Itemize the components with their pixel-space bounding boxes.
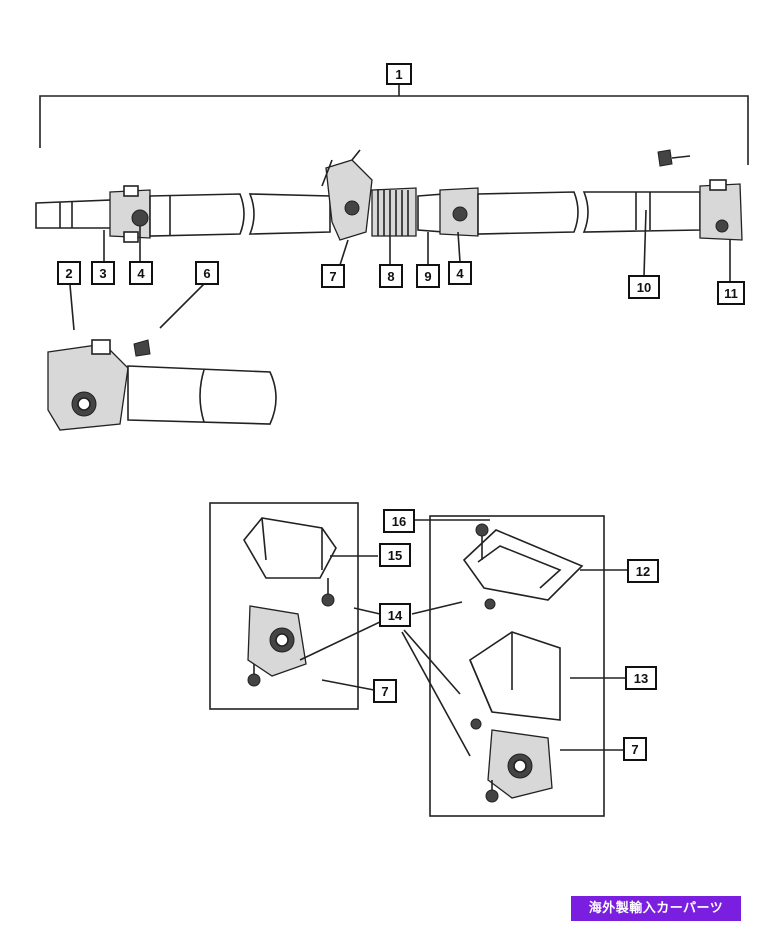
svg-text:4: 4 — [456, 266, 464, 281]
svg-text:8: 8 — [387, 269, 394, 284]
svg-text:12: 12 — [636, 564, 650, 579]
alternate-yoke-detail — [47, 339, 277, 431]
callout-8: 8 — [379, 264, 403, 288]
callout-13: 13 — [625, 666, 657, 690]
leader-lines-bottom — [299, 519, 628, 757]
callout-11: 11 — [717, 281, 745, 305]
callout-1: 1 — [386, 63, 412, 85]
watermark-badge: 海外製輸入カーパーツ — [571, 896, 741, 921]
svg-text:7: 7 — [329, 269, 336, 284]
svg-text:15: 15 — [388, 548, 402, 563]
callout-16: 16 — [383, 509, 415, 533]
svg-text:13: 13 — [634, 671, 648, 686]
svg-text:7: 7 — [631, 742, 638, 757]
svg-text:4: 4 — [137, 266, 145, 281]
svg-text:1: 1 — [395, 67, 402, 82]
assembly-bracket — [39, 84, 749, 165]
callout-7-left: 7 — [373, 679, 397, 703]
driveshaft-assembly — [35, 149, 743, 243]
svg-text:9: 9 — [424, 269, 431, 284]
svg-text:14: 14 — [388, 608, 403, 623]
svg-text:16: 16 — [392, 514, 406, 529]
svg-text:3: 3 — [99, 266, 106, 281]
svg-text:11: 11 — [724, 286, 738, 301]
leader-lines-top — [69, 209, 731, 331]
callout-6: 6 — [195, 261, 219, 285]
callout-14: 14 — [379, 603, 411, 627]
svg-text:6: 6 — [203, 266, 210, 281]
callout-15: 15 — [379, 543, 411, 567]
callout-2: 2 — [57, 261, 81, 285]
svg-text:10: 10 — [637, 280, 651, 295]
left-bracket-panel — [209, 502, 359, 710]
callout-12: 12 — [627, 559, 659, 583]
svg-text:7: 7 — [381, 684, 388, 699]
callout-3: 3 — [91, 261, 115, 285]
callout-4-left: 4 — [129, 261, 153, 285]
callout-7-top: 7 — [321, 264, 345, 288]
callout-7-right: 7 — [623, 737, 647, 761]
svg-text:2: 2 — [65, 266, 72, 281]
callout-10: 10 — [628, 275, 660, 299]
right-bracket-panel — [429, 515, 605, 817]
callout-9: 9 — [416, 264, 440, 288]
callout-4-center: 4 — [448, 261, 472, 285]
